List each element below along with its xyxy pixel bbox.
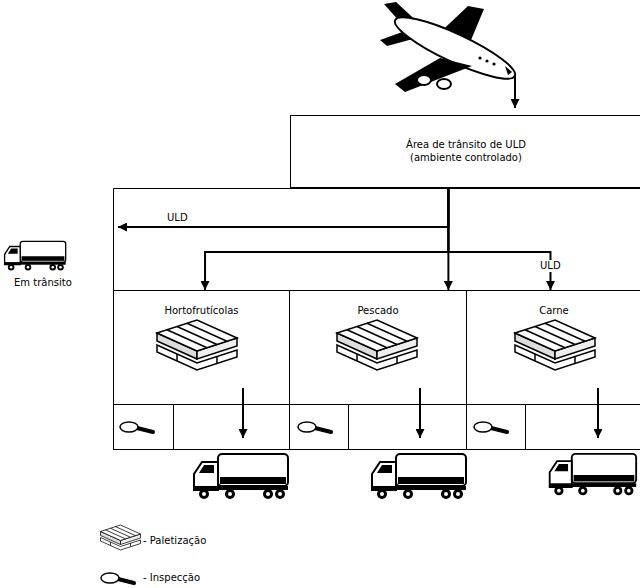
cell-border bbox=[525, 404, 526, 450]
wing bbox=[395, 58, 472, 92]
cell-border bbox=[113, 404, 114, 450]
pallet-icon bbox=[515, 320, 595, 370]
dispatch-arrow bbox=[242, 388, 244, 438]
pallet-icon bbox=[157, 320, 237, 370]
flow-arrow bbox=[448, 188, 550, 290]
product-box: Hortofrutícolas bbox=[113, 290, 290, 405]
cell-border bbox=[348, 404, 349, 450]
legend-row: - Paletização bbox=[143, 534, 206, 547]
airplane-illustration bbox=[380, 2, 521, 92]
magnifier-icon bbox=[120, 422, 153, 432]
product-box: Pescado bbox=[289, 290, 467, 405]
dispatch-arrow bbox=[419, 388, 421, 438]
cell-border bbox=[289, 404, 290, 450]
flow-arrow bbox=[205, 188, 448, 290]
window bbox=[478, 56, 481, 59]
truck-icon bbox=[550, 454, 636, 495]
legend-magnifier-icon bbox=[101, 573, 134, 583]
transit-area-box: Área de trânsito de ULD (ambiente contro… bbox=[290, 115, 640, 188]
flow-arrow bbox=[118, 188, 448, 227]
cell-border bbox=[466, 404, 467, 450]
edge-label: ULD bbox=[538, 260, 563, 272]
engine bbox=[417, 75, 431, 85]
dispatch-arrow bbox=[597, 388, 599, 438]
node-label: Pescado bbox=[290, 304, 466, 317]
cell-border bbox=[113, 449, 640, 450]
distribution-frame bbox=[114, 189, 640, 291]
node-label: Carne bbox=[467, 304, 640, 317]
node-label: Área de trânsito de ULD (ambiente contro… bbox=[386, 138, 546, 164]
edge-label: ULD bbox=[165, 212, 190, 224]
window bbox=[492, 62, 495, 65]
pallet-icon bbox=[337, 320, 417, 370]
cell-border bbox=[173, 404, 174, 450]
arrival-arrow bbox=[514, 76, 516, 108]
transit-truck-node: Em trânsito bbox=[0, 222, 118, 297]
truck-icon bbox=[194, 454, 288, 499]
legend-label: - Paletização bbox=[143, 535, 206, 546]
node-label: Em trânsito bbox=[14, 276, 118, 289]
window bbox=[485, 59, 488, 62]
edge-label-holder: ULD bbox=[538, 260, 563, 272]
product-box: Carne bbox=[466, 290, 640, 405]
magnifier-icon bbox=[474, 422, 507, 432]
cockpit bbox=[505, 66, 512, 75]
edge-label-holder: ULD bbox=[165, 212, 190, 224]
engine bbox=[437, 79, 451, 89]
node-label: Hortofrutícolas bbox=[114, 304, 289, 317]
legend-label: - Inspecção bbox=[143, 572, 200, 583]
legend-pallet-icon bbox=[101, 525, 141, 550]
magnifier-icon bbox=[298, 422, 331, 432]
truck-icon bbox=[5, 241, 66, 270]
truck-icon bbox=[372, 454, 466, 499]
legend-row: - Inspecção bbox=[143, 571, 200, 584]
